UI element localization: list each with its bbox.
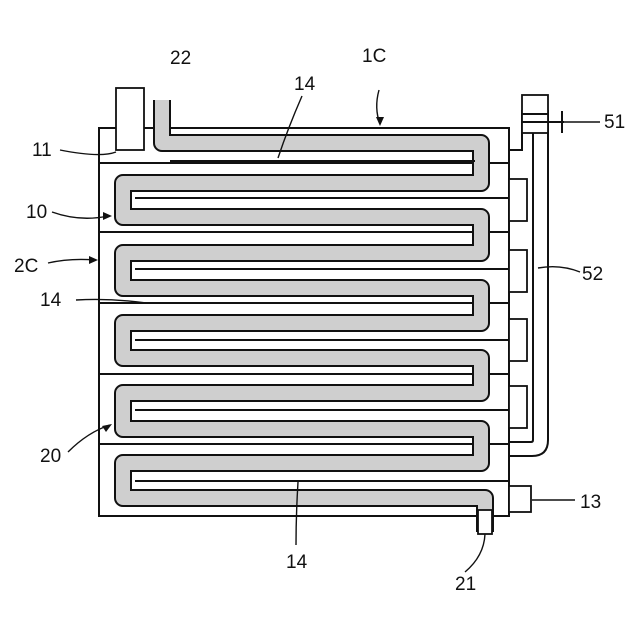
label-51: 51 bbox=[604, 112, 625, 133]
label-14-top: 14 bbox=[294, 74, 316, 95]
label-20: 20 bbox=[40, 446, 61, 467]
part-11-box bbox=[116, 88, 144, 150]
label-13: 13 bbox=[580, 492, 601, 513]
label-14-mid: 14 bbox=[40, 290, 62, 311]
label-22: 22 bbox=[170, 48, 191, 69]
connector-13 bbox=[509, 486, 531, 512]
valve-51 bbox=[522, 95, 564, 133]
label-14-bottom: 14 bbox=[286, 552, 308, 573]
label-21: 21 bbox=[455, 574, 476, 595]
outlet-21-stub bbox=[478, 510, 492, 534]
serpentine-tube bbox=[123, 100, 485, 532]
label-11: 11 bbox=[32, 140, 52, 161]
label-10: 10 bbox=[26, 202, 47, 223]
label-1c: 1C bbox=[362, 46, 386, 67]
right-header-boxes bbox=[509, 179, 527, 428]
label-2c: 2C bbox=[14, 256, 38, 277]
label-52: 52 bbox=[582, 264, 603, 285]
